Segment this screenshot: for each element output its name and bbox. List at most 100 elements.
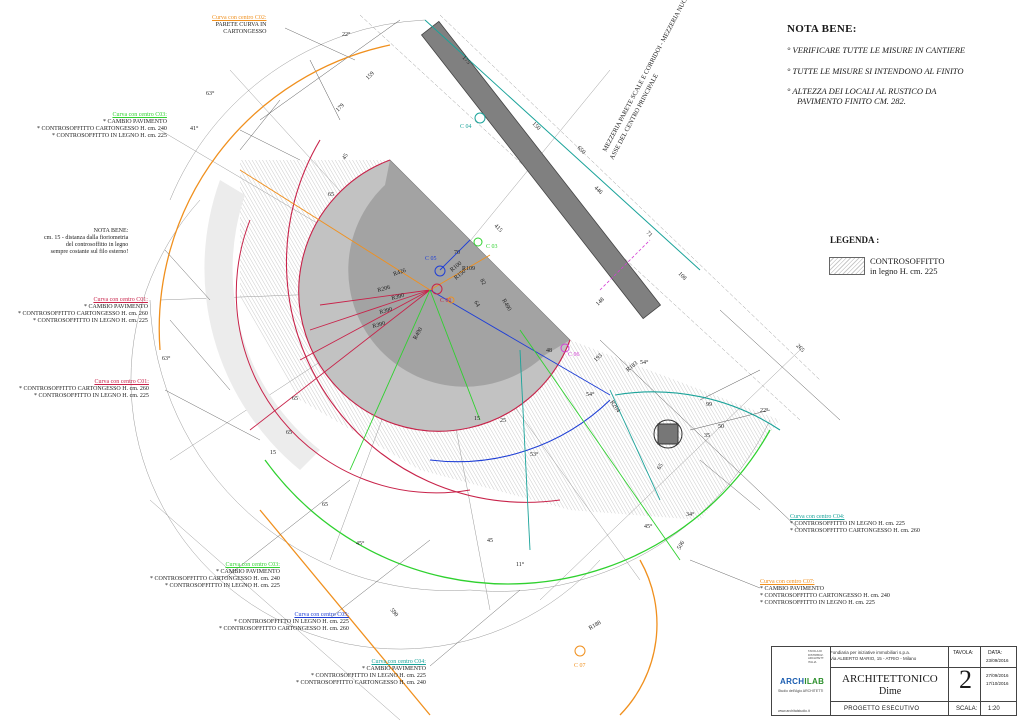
date-3: 17/10/2016	[986, 681, 1009, 686]
radius-lines	[239, 169, 681, 561]
center-label-c01: C 01	[440, 298, 452, 304]
data-label: DATA:	[988, 650, 1002, 656]
dim-590: 590	[388, 607, 398, 618]
dim-48: 48	[546, 348, 552, 354]
annotation-c03b-head: Curva con centro C03:	[225, 562, 280, 568]
dim-34deg: 34°	[686, 511, 695, 518]
annotation-nota-bene-left: NOTA BENE: cm. 15 - distanza dalla fiori…	[44, 228, 128, 256]
dim-65b: 65	[292, 396, 298, 402]
annotation-c05-line2: * CONTROSOFFITTO CARTONGESSO H. cm. 260	[219, 626, 349, 632]
tavola-label: TAVOLA:	[953, 650, 974, 656]
annotation-c07-line3: * CONTROSOFFITTO IN LEGNO H. cm. 225	[760, 600, 875, 606]
tavola-number: 2	[959, 665, 972, 694]
radius-r490a: R490	[413, 327, 425, 341]
dim-15: 15	[270, 450, 276, 456]
dim-650: 650	[576, 145, 587, 156]
nota-bene-left-line2: cm. 15 - distanza dalla fioriometria	[44, 235, 129, 241]
dim-193: 193	[593, 353, 604, 364]
annotation-c03-line3: * CONTROSOFFITTO IN LEGNO H. cm. 225	[52, 133, 167, 139]
date-2: 27/09/2016	[986, 673, 1009, 678]
annotation-c02-line2: CARTONGESSO	[223, 29, 267, 35]
leader-lines	[164, 27, 761, 667]
dim-65e: 65	[657, 463, 665, 471]
annotation-c04b: Curva con centro C04: * CONTROSOFFITTO I…	[790, 514, 920, 535]
center-label-c05: C 05	[425, 256, 437, 262]
annotation-c04b-head: Curva con centro C04:	[790, 514, 845, 520]
annotation-c02-line1: PARETE CURVA IN	[215, 22, 267, 28]
annotation-c03b-line1: * CAMBIO PAVIMENTO	[216, 569, 280, 575]
annotation-c03-line1: * CAMBIO PAVIMENTO	[103, 119, 167, 125]
annotation-c05-head: Curva con centro C05:	[294, 612, 349, 618]
project-phase: PROGETTO ESECUTIVO	[844, 706, 920, 712]
dim-22deg: 22°	[342, 31, 351, 38]
curve-orange-outer	[158, 44, 391, 351]
radius-r109: R109	[462, 266, 475, 272]
legenda-text: CONTROSOFFITTO in legno H. cm. 225	[870, 256, 944, 276]
scala-label: SCALA:	[956, 706, 978, 712]
annotation-c04-line2: * CONTROSOFFITTO IN LEGNO H. cm. 225	[311, 673, 426, 679]
annotation-c04-line1: * CAMBIO PAVIMENTO	[362, 666, 426, 672]
center-label-c03: C 03	[486, 244, 498, 250]
curve-orange-lower	[259, 509, 431, 716]
dim-179: 179	[335, 103, 346, 114]
dim-506: 506	[677, 540, 687, 551]
annotation-c03b-line3: * CONTROSOFFITTO IN LEGNO H. cm. 225	[165, 583, 280, 589]
dim-25: 25	[500, 418, 506, 424]
legenda-swatch	[829, 257, 865, 275]
annotation-c03b-line2: * CONTROSOFFITTO CARTONGESSO H. cm. 240	[150, 576, 280, 582]
dim-45deg: 45°	[356, 540, 365, 547]
radius-r390b: R390	[379, 307, 393, 316]
annotation-c01a-head: Curva con centro C01:	[93, 297, 148, 303]
dim-65c: 65	[286, 430, 292, 436]
annotation-c02: Curva con centro C02: PARETE CURVA IN CA…	[212, 15, 267, 36]
dim-99: 99	[706, 402, 712, 408]
dimension-lines	[239, 19, 841, 531]
dim-54deg: 54°	[640, 359, 649, 366]
annotation-c03b: Curva con centro C03: * CAMBIO PAVIMENTO…	[150, 562, 280, 590]
dim-63deg: 63°	[206, 90, 215, 97]
dim-148: 148	[595, 297, 606, 308]
website-text: www.architalstudio.it	[778, 709, 810, 713]
structural-wall	[420, 20, 662, 320]
center-label-c07: C 07	[574, 663, 586, 669]
radius-r390c: R390	[372, 321, 386, 330]
annotation-c04-line3: * CONTROSOFFITTO CARTONGESSO H. cm. 240	[296, 680, 426, 686]
grey-core-ring	[298, 160, 570, 432]
axis-label-asse: ASSE DEL CENTRO PRINCIPALE	[609, 73, 660, 161]
center-labels: C 01 C 05 C 03 C 04 C 06 C 07	[425, 124, 586, 669]
notabene-item-4: PAVIMENTO FINITO CM. 282.	[797, 96, 906, 106]
curve-green	[264, 429, 771, 585]
dim-159: 159	[365, 71, 376, 82]
annotation-c07: Curva con centro C07: * CAMBIO PAVIMENTO…	[760, 579, 890, 607]
dim-22deg-b: 22°	[760, 407, 769, 414]
dim-150: 150	[531, 121, 542, 132]
client-info: Fondiaria per iniziative immobiliari s.p…	[830, 650, 917, 661]
annotation-c07-line1: * CAMBIO PAVIMENTO	[760, 586, 824, 592]
title-block-small-text: TAVOLA DI DISTRIBUZ. ARCHITETT. ITALIA	[808, 649, 825, 664]
project-name: Dime	[879, 686, 902, 697]
dim-15b: 15	[474, 416, 480, 422]
annotation-c07-head: Curva con centro C07:	[760, 579, 815, 585]
date-1: 23/09/2016	[986, 658, 1009, 663]
scala-value: 1:20	[988, 706, 1000, 712]
radius-r426: R426	[393, 268, 407, 278]
annotation-c03-head: Curva con centro C03:	[112, 112, 167, 118]
dim-64: 64	[472, 300, 480, 308]
radius-r206: R206	[377, 285, 391, 294]
annotation-c01a-line3: * CONTROSOFFITTO IN LEGNO H. cm. 225	[33, 318, 148, 324]
architalab-logo: ARCHILAB	[780, 677, 825, 686]
radius-r390a: R390	[391, 293, 405, 302]
dim-70: 70	[454, 250, 460, 256]
legenda-line1: CONTROSOFFITTO	[870, 256, 945, 266]
dim-45b: 45	[487, 538, 493, 544]
annotation-c07-line2: * CONTROSOFFITTO CARTONGESSO H. cm. 240	[760, 593, 890, 599]
dim-71: 71	[645, 230, 653, 238]
dim-65a: 65	[328, 192, 334, 198]
annotation-c03: Curva con centro C03: * CAMBIO PAVIMENTO…	[37, 112, 167, 140]
curve-c01-crimson-inner	[298, 159, 571, 432]
magenta-dim	[599, 239, 651, 291]
notabene-item-2: ° TUTTE LE MISURE SI INTENDONO AL FINITO	[787, 66, 964, 76]
pillar-ring	[653, 419, 683, 449]
discipline-label: ARCHITETTONICO	[842, 673, 938, 685]
